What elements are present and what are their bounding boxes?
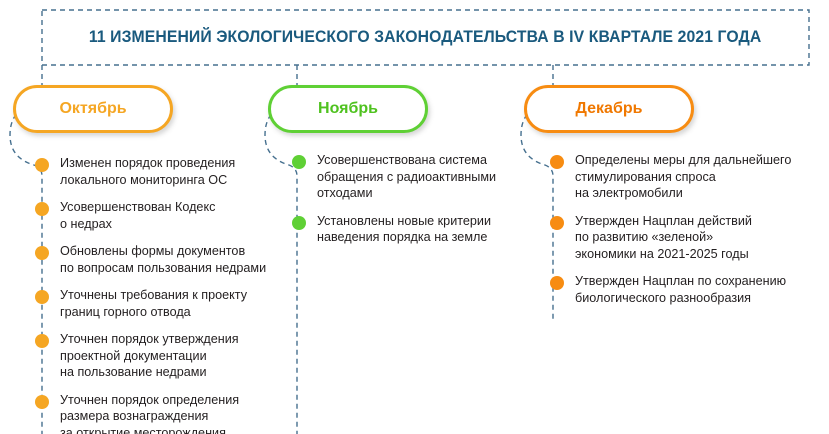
bullet-dot-icon	[35, 202, 49, 216]
month-pill-november-label: Ноябрь	[318, 100, 378, 117]
bullet-dot-icon	[35, 394, 49, 409]
bullet-dot-icon	[35, 290, 49, 304]
page-title: 11 ИЗМЕНЕНИЙ ЭКОЛОГИЧЕСКОГО ЗАКОНОДАТЕЛЬ…	[42, 10, 809, 65]
month-pill-october[interactable]: Октябрь	[13, 85, 173, 133]
bullet-dot-icon	[292, 215, 306, 230]
bullet-dot-icon	[292, 155, 306, 169]
bullet-dot-icon	[35, 158, 49, 172]
bullet-dot-icon	[550, 215, 564, 230]
month-pill-november[interactable]: Ноябрь	[268, 85, 428, 133]
bullet-dot-icon	[550, 276, 564, 290]
page-title-text: 11 ИЗМЕНЕНИЙ ЭКОЛОГИЧЕСКОГО ЗАКОНОДАТЕЛЬ…	[89, 28, 762, 46]
month-pill-december-label: Декабрь	[575, 100, 643, 117]
bullet-dot-icon	[35, 334, 49, 348]
bullet-dot-icon	[550, 155, 564, 169]
month-pill-december[interactable]: Декабрь	[524, 85, 694, 133]
month-pill-october-label: Октябрь	[59, 100, 127, 117]
bullet-dot-icon	[35, 246, 49, 260]
